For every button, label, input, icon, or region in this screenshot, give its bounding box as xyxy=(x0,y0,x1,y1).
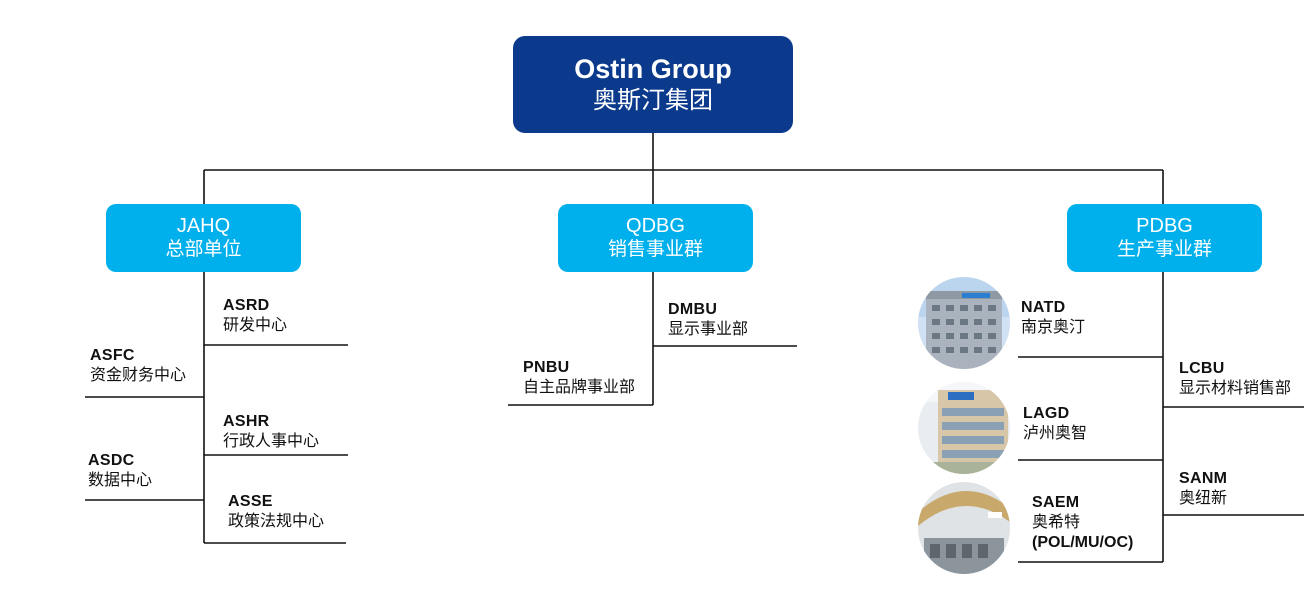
factory-photo-lagd xyxy=(918,382,1010,474)
unit-dmbu: DMBU 显示事业部 xyxy=(668,300,748,340)
unit-code: ASDC xyxy=(88,452,135,469)
division-pdbg: PDBG 生产事业群 xyxy=(1067,204,1262,272)
division-code: QDBG xyxy=(626,215,685,237)
unit-lcbu: LCBU 显示材料销售部 xyxy=(1179,359,1291,399)
unit-name: 资金财务中心 xyxy=(90,367,187,384)
unit-code: ASRD xyxy=(223,297,270,314)
unit-name: 显示事业部 xyxy=(668,321,749,338)
unit-asfc: ASFC 资金财务中心 xyxy=(90,346,186,386)
unit-code: LAGD xyxy=(1023,405,1070,422)
unit-natd: NATD 南京奥汀 xyxy=(1021,298,1085,338)
unit-saem: SAEM 奥希特 (POL/MU/OC) xyxy=(1032,493,1133,553)
unit-code: PNBU xyxy=(523,359,570,376)
unit-name: 行政人事中心 xyxy=(223,433,320,450)
unit-code: DMBU xyxy=(668,301,718,318)
unit-name: 政策法规中心 xyxy=(228,513,325,530)
unit-code: NATD xyxy=(1021,299,1066,316)
unit-name: 奥希特 xyxy=(1032,514,1081,531)
unit-code: ASSE xyxy=(228,493,273,510)
unit-pnbu: PNBU 自主品牌事业部 xyxy=(523,358,635,398)
unit-code: ASHR xyxy=(223,413,270,430)
division-name: 总部单位 xyxy=(165,239,242,260)
division-jahq: JAHQ 总部单位 xyxy=(106,204,301,272)
unit-name: 研发中心 xyxy=(223,317,288,334)
division-code: PDBG xyxy=(1136,215,1193,237)
unit-name: 数据中心 xyxy=(88,472,153,489)
division-code: JAHQ xyxy=(176,215,231,237)
unit-code: SAEM xyxy=(1032,494,1080,511)
division-qdbg: QDBG 销售事业群 xyxy=(558,204,753,272)
unit-name: 显示材料销售部 xyxy=(1179,380,1292,397)
division-name: 销售事业群 xyxy=(607,239,703,260)
unit-code: LCBU xyxy=(1179,360,1225,377)
division-name: 生产事业群 xyxy=(1116,239,1212,260)
factory-photo-saem xyxy=(918,482,1010,574)
factory-photo-natd xyxy=(918,277,1010,369)
unit-name: 自主品牌事业部 xyxy=(523,379,636,396)
unit-code: ASFC xyxy=(90,347,135,364)
unit-sanm: SANM 奥纽新 xyxy=(1179,469,1227,509)
root-code: Ostin Group xyxy=(574,54,732,84)
unit-ashr: ASHR 行政人事中心 xyxy=(223,412,319,452)
root-name: 奥斯汀集团 xyxy=(593,87,713,114)
unit-asse: ASSE 政策法规中心 xyxy=(228,492,324,532)
unit-name: 奥纽新 xyxy=(1179,490,1228,507)
unit-asrd: ASRD 研发中心 xyxy=(223,296,287,336)
unit-code: SANM xyxy=(1179,470,1228,487)
unit-name: 泸州奥智 xyxy=(1023,425,1088,442)
unit-lagd: LAGD 泸州奥智 xyxy=(1023,404,1087,444)
root-node: Ostin Group 奥斯汀集团 xyxy=(513,36,793,133)
unit-name: 南京奥汀 xyxy=(1021,319,1086,336)
unit-asdc: ASDC 数据中心 xyxy=(88,451,152,491)
unit-subtitle: (POL/MU/OC) xyxy=(1032,534,1134,551)
